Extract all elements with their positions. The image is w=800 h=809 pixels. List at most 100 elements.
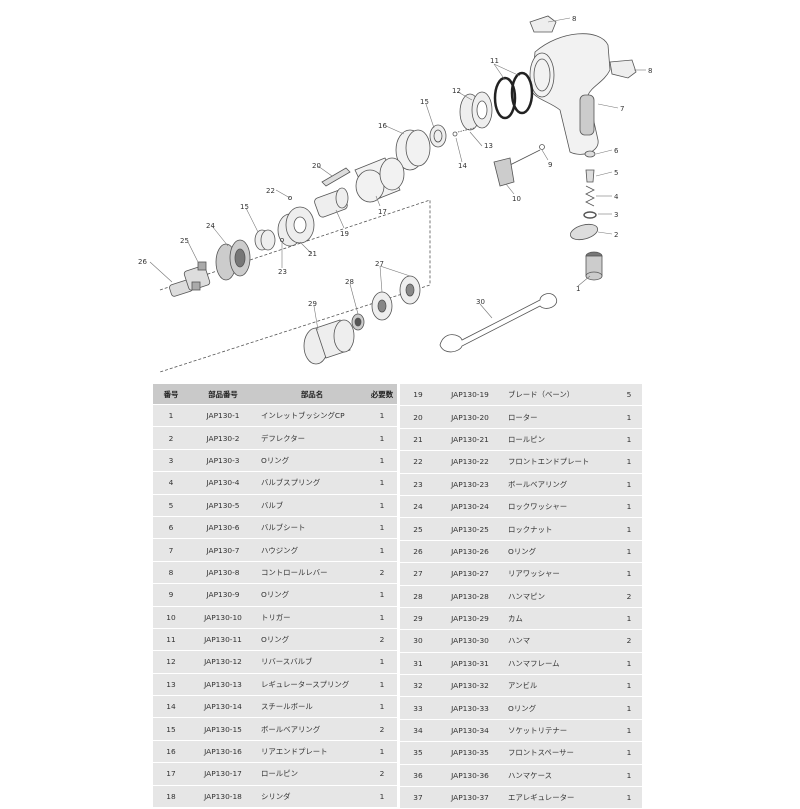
callout-label: 19 [340, 230, 349, 238]
callout-label: 15 [420, 98, 429, 106]
cell-part-number: JAP130-1 [206, 411, 240, 421]
rotor-part [314, 187, 349, 218]
cell-quantity: 1 [379, 478, 385, 488]
wrench-part [439, 293, 558, 353]
valve-spring-part [585, 185, 595, 207]
valve-seat-part [584, 150, 596, 158]
control-lever-top [529, 15, 557, 33]
cell-part-name: カム [508, 614, 523, 624]
callout-label: 3 [614, 211, 618, 219]
cell-quantity: 1 [626, 770, 632, 780]
callout-label: 30 [476, 298, 485, 306]
cell-part-name: ボールベアリング [261, 724, 321, 734]
table-row: 4 JAP130-4 バルブスプリング 1 [153, 472, 397, 495]
cell-part-number: JAP130-16 [204, 747, 242, 757]
cell-quantity: 2 [626, 591, 632, 601]
cell-part-name: バルブシート [261, 523, 306, 533]
cell-number: 37 [413, 793, 423, 803]
cell-number: 20 [413, 412, 423, 422]
inlet-bushing-part [585, 251, 603, 281]
callout-label: 22 [266, 187, 275, 195]
cell-number: 7 [168, 545, 174, 555]
cell-part-number: JAP130-36 [451, 770, 489, 780]
callout-label: 25 [180, 237, 189, 245]
cell-number: 16 [166, 747, 176, 757]
roll-pin-22 [287, 195, 292, 200]
cell-quantity: 1 [379, 590, 385, 600]
callout-label: 11 [490, 57, 499, 65]
cell-part-number: JAP130-4 [206, 478, 240, 488]
cell-part-number: JAP130-33 [451, 703, 489, 713]
cell-number: 13 [166, 679, 176, 689]
cell-part-name: リアエンドプレート [261, 747, 328, 757]
cell-part-number: JAP130-28 [451, 591, 489, 601]
o-ring-11a [493, 76, 517, 120]
callout-label: 14 [458, 162, 467, 170]
cell-number: 32 [413, 681, 423, 691]
cell-number: 17 [166, 769, 176, 779]
cell-quantity: 1 [626, 658, 632, 668]
cell-quantity: 1 [379, 702, 385, 712]
cell-part-name: Oリング [261, 590, 289, 600]
cell-number: 8 [168, 567, 174, 577]
cell-part-name: リアワッシャー [508, 569, 560, 579]
cell-quantity: 1 [379, 411, 385, 421]
callout-label: 29 [308, 300, 317, 308]
callout-label: 15 [240, 203, 249, 211]
callout-label: 17 [378, 208, 387, 216]
steel-ball-part [452, 131, 458, 137]
valve-part [585, 169, 595, 183]
callout-label: 24 [206, 222, 215, 230]
cell-part-name: ハンマピン [508, 591, 545, 601]
cell-part-name: ソケットリテナー [508, 726, 568, 736]
cell-quantity: 1 [379, 545, 385, 555]
callout-label: 1 [576, 285, 580, 293]
cell-part-number: JAP130-6 [206, 523, 240, 533]
cell-part-name: ロックワッシャー [508, 502, 568, 512]
cell-part-name: トリガー [261, 612, 291, 622]
callout-label: 20 [312, 162, 321, 170]
cell-quantity: 1 [626, 524, 632, 534]
cell-quantity: 1 [626, 703, 632, 713]
cell-part-number: JAP130-9 [206, 590, 240, 600]
callout-label: 21 [308, 250, 317, 258]
o-ring-11b [510, 71, 534, 115]
callout-label: 23 [278, 268, 287, 276]
cell-part-name: コントロールレバー [261, 567, 328, 577]
cell-part-name: エアレギュレーター [508, 793, 575, 803]
cell-part-name: ボールベアリング [508, 479, 568, 489]
cell-part-number: JAP130-12 [204, 657, 242, 667]
exploded-parts-diagram: 8 8 7 6 5 4 3 2 1 9 10 11 12 13 14 15 16… [138, 15, 652, 373]
cell-quantity: 1 [626, 479, 632, 489]
callout-labels: 8 8 7 6 5 4 3 2 1 9 10 11 12 13 14 15 16… [138, 15, 652, 308]
cell-number: 4 [168, 478, 174, 488]
cell-part-name: Oリング [261, 455, 289, 465]
cell-quantity: 1 [626, 793, 632, 803]
cell-part-name: バルブ [261, 500, 284, 510]
cell-quantity: 1 [626, 681, 632, 691]
callout-label: 8 [648, 67, 652, 75]
cell-part-name: バルブスプリング [261, 478, 321, 488]
cell-part-number: JAP130-8 [206, 567, 240, 577]
cell-part-name: デフレクター [261, 433, 306, 443]
ball-bearing-23 [279, 237, 284, 242]
cell-number: 5 [168, 500, 174, 510]
cell-quantity: 1 [379, 523, 385, 533]
callout-label: 26 [138, 258, 147, 266]
cell-part-name: Oリング [261, 635, 289, 645]
